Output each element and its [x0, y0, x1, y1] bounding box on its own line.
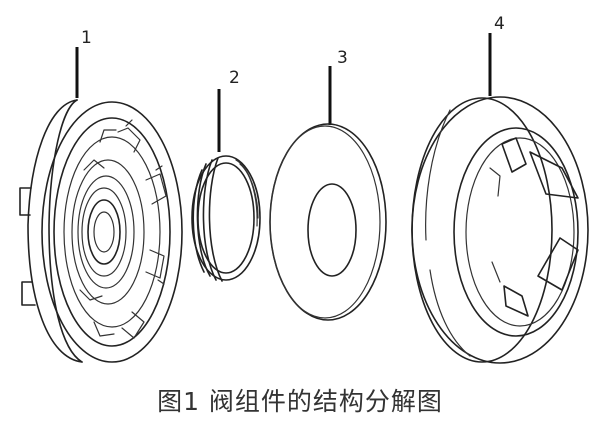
label-part-2: 2 [229, 68, 240, 88]
part-3-washer [269, 66, 387, 321]
part-4-valve-seat [411, 33, 589, 364]
part-1-valve-body [19, 47, 183, 363]
figure-caption: 图1 阀组件的结构分解图 [157, 387, 443, 416]
label-part-1: 1 [81, 28, 92, 48]
part-2-spring [191, 89, 261, 282]
label-part-4: 4 [494, 14, 505, 34]
label-part-3: 3 [337, 48, 348, 68]
